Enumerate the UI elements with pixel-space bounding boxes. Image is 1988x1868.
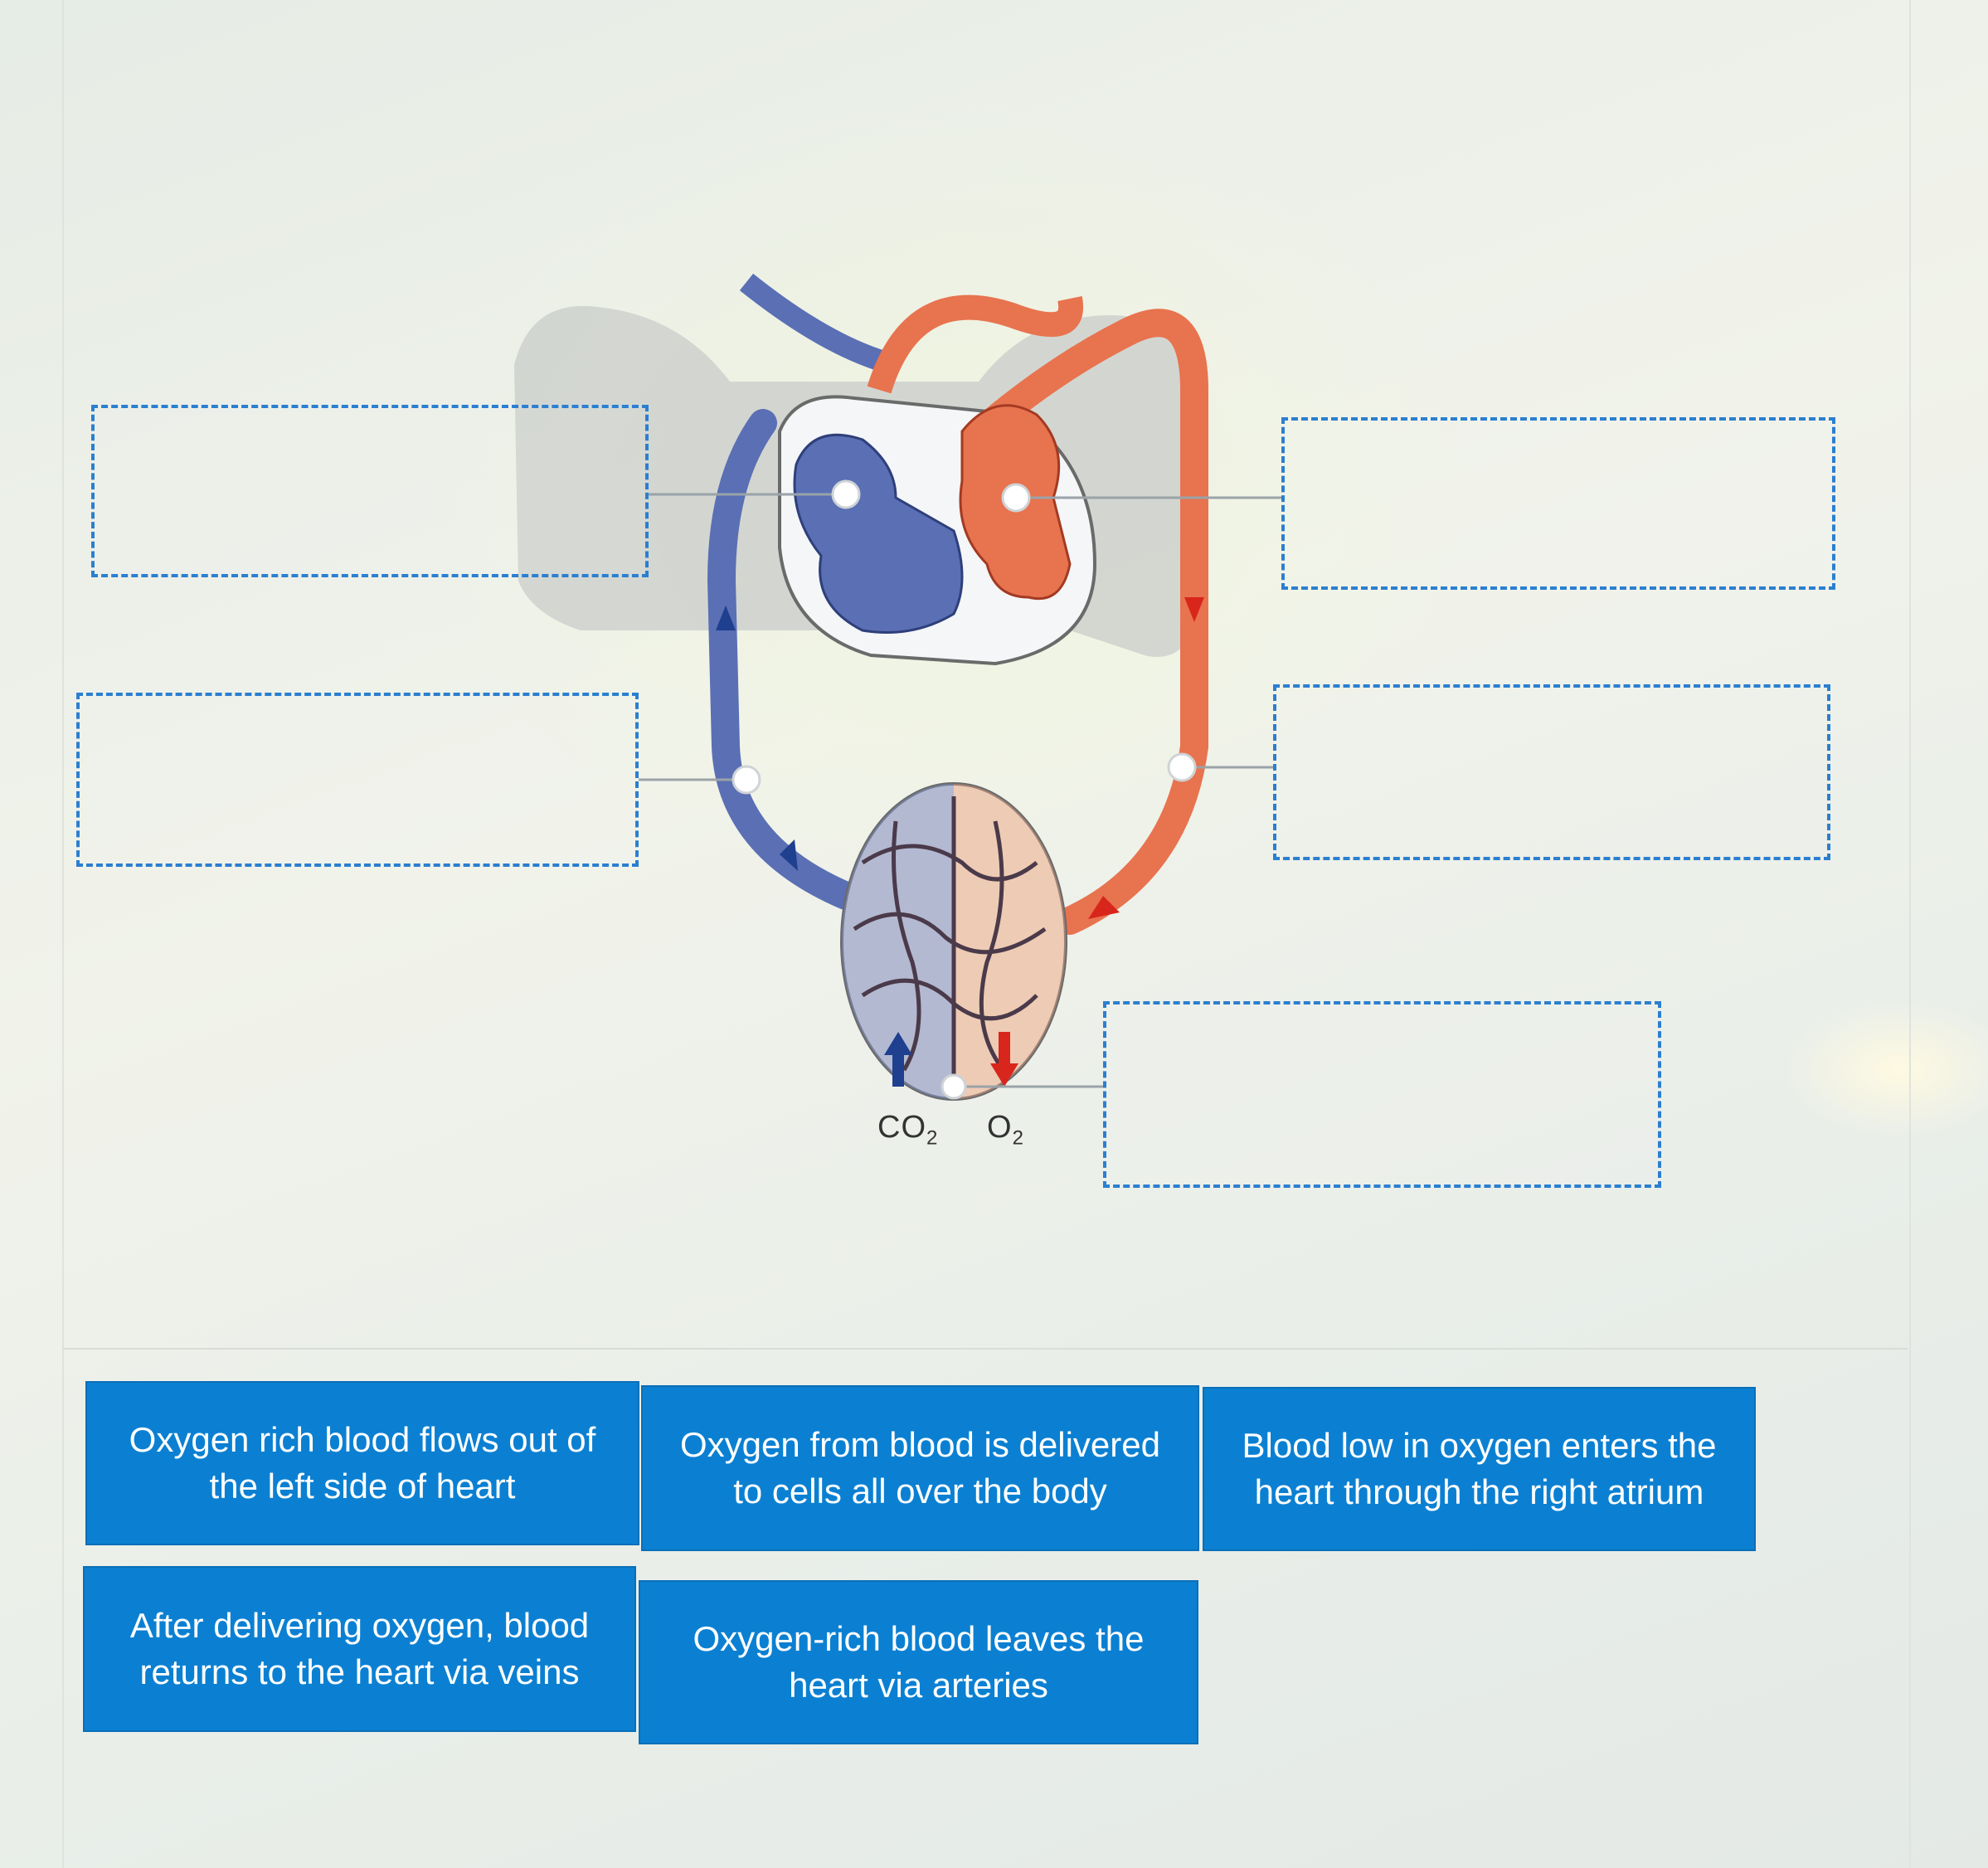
o2-label: O2 xyxy=(987,1110,1024,1150)
answer-card-left-heart[interactable]: Oxygen rich blood flows out of the left … xyxy=(85,1381,639,1545)
circulation-diagram xyxy=(514,273,1281,1101)
answer-card-cells[interactable]: Oxygen from blood is delivered to cells … xyxy=(641,1385,1199,1551)
arrow-down-artery-lower xyxy=(1088,896,1120,919)
artery-path xyxy=(948,309,1208,935)
capillary-network xyxy=(853,796,1047,1078)
drop-target-bottom-right[interactable] xyxy=(1103,1001,1661,1188)
vena-cava xyxy=(739,273,899,376)
answer-card-right-atrium[interactable]: Blood low in oxygen enters the heart thr… xyxy=(1203,1387,1756,1551)
co2-label: CO2 xyxy=(877,1110,939,1150)
arrow-up-vein-lower xyxy=(780,839,798,871)
capillary-bed-blue-half xyxy=(842,784,954,1099)
drop-target-top-right[interactable] xyxy=(1281,417,1835,590)
drop-target-top-left[interactable] xyxy=(91,405,649,577)
drop-target-middle-right[interactable] xyxy=(1273,684,1830,860)
callout-dots xyxy=(732,479,1197,1100)
answer-card-arteries[interactable]: Oxygen-rich blood leaves the heart via a… xyxy=(639,1580,1198,1744)
o2-down-arrow xyxy=(990,1032,1018,1087)
drop-target-middle-left[interactable] xyxy=(76,693,639,867)
aorta xyxy=(867,294,1084,394)
callout-lines xyxy=(639,493,1281,1088)
answer-card-veins[interactable]: After delivering oxygen, blood returns t… xyxy=(83,1566,636,1732)
section-divider xyxy=(62,1348,1908,1350)
activity-panel xyxy=(62,0,1911,1868)
vein-path xyxy=(707,409,860,910)
arrow-down-artery xyxy=(1184,597,1204,622)
co2-up-arrow xyxy=(884,1032,912,1087)
arrow-up-vein xyxy=(716,606,736,630)
